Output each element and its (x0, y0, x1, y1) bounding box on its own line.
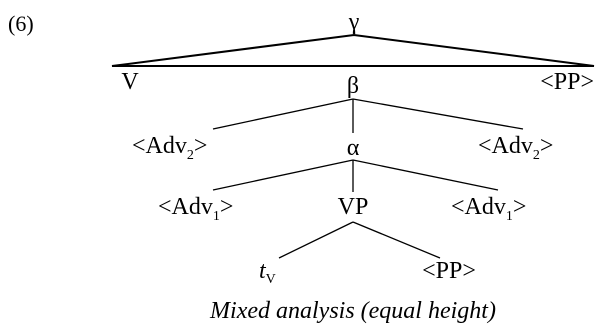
node-pp-right: <PP> (540, 69, 594, 95)
edge-vp-trace (278, 221, 354, 259)
edge-beta-adv2-left (212, 98, 354, 130)
edge-vp-pp (352, 221, 441, 259)
node-adv1-left: <Adv1> (158, 194, 233, 224)
node-gamma: γ (348, 9, 360, 35)
edge-alpha-adv1-left (212, 159, 354, 191)
node-vp: VP (338, 194, 369, 220)
node-adv2-right: <Adv2> (478, 133, 553, 163)
node-v: V (121, 69, 139, 95)
edge-alpha-adv1-right (352, 159, 499, 191)
node-trace-v: tV (259, 258, 276, 287)
edge-beta-adv2-right (352, 98, 524, 130)
node-pp-bottom: <PP> (422, 258, 476, 284)
node-alpha: α (347, 135, 360, 161)
node-adv1-right: <Adv1> (451, 194, 526, 224)
node-beta: β (347, 73, 359, 99)
example-number: (6) (8, 11, 34, 36)
diagram-caption: Mixed analysis (equal height) (209, 298, 496, 324)
gamma-triangle (111, 33, 595, 67)
node-adv2-left: <Adv2> (132, 133, 207, 163)
